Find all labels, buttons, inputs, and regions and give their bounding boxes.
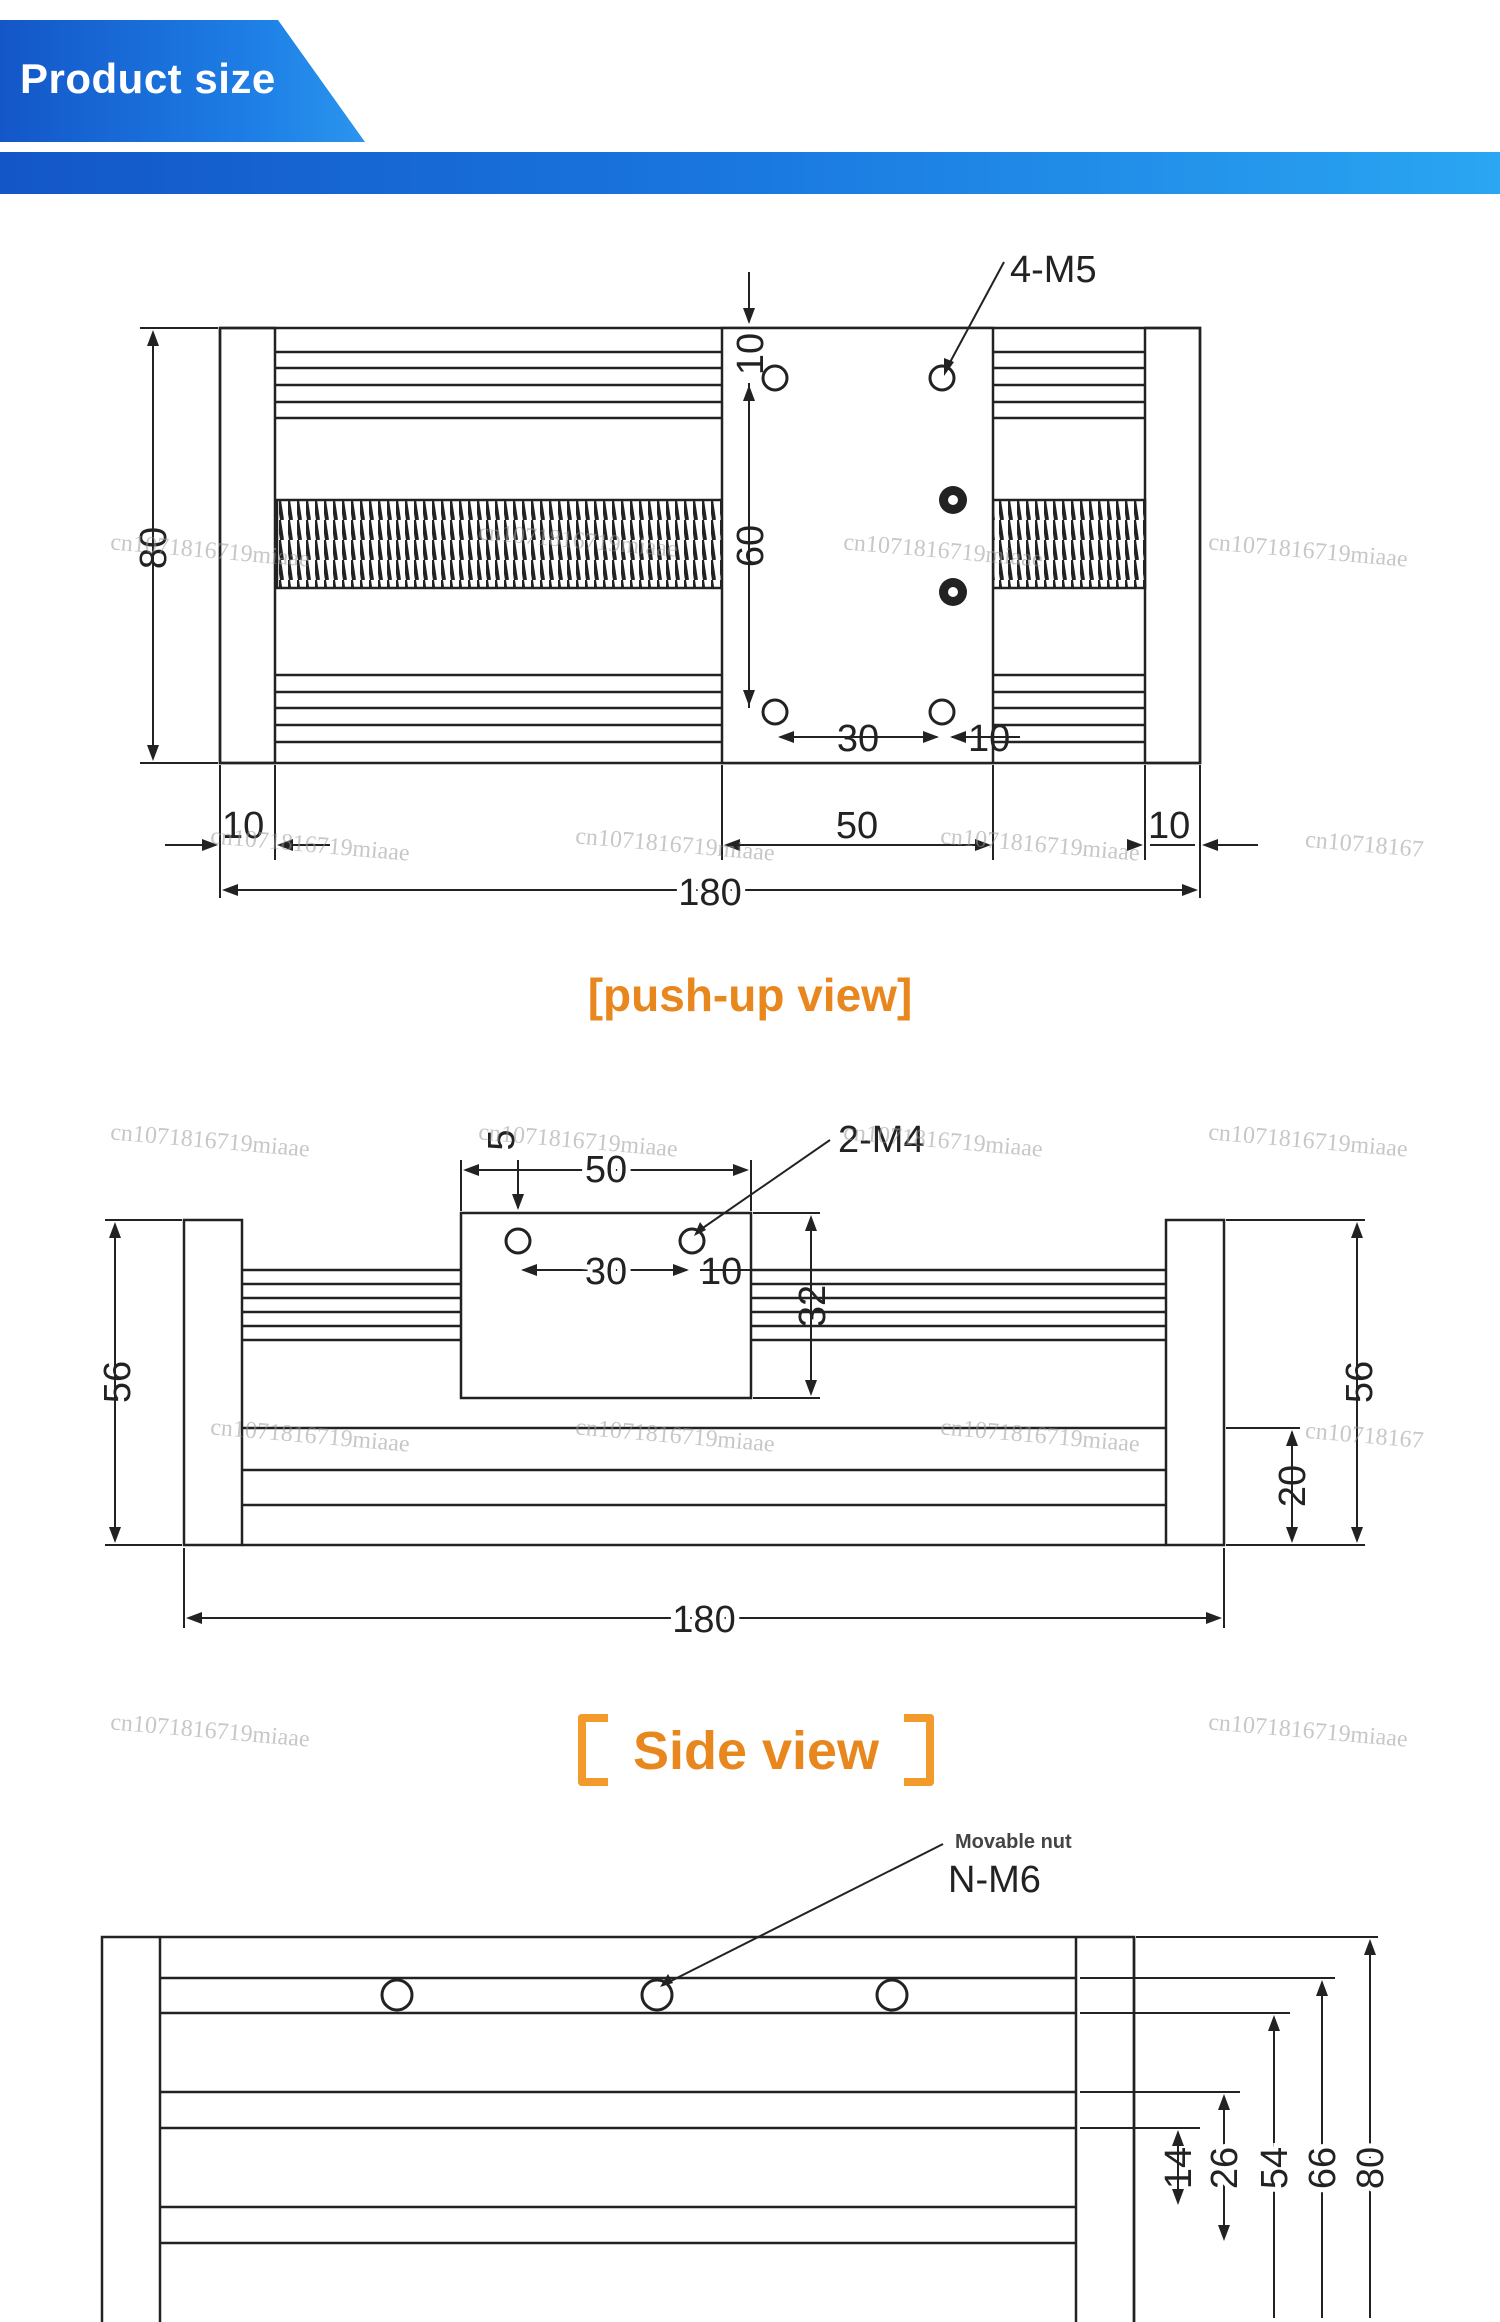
end-nut-3	[875, 1978, 909, 2012]
dim-end-80: 80	[1350, 2147, 1392, 2189]
dim-side-base-height: 20	[1272, 1465, 1314, 1507]
section-header: Product size	[0, 0, 1500, 200]
top-hole-3	[761, 698, 789, 726]
top-end-left	[218, 326, 277, 765]
dim-top-hole-spacing-h: 30	[837, 718, 879, 760]
top-end-right	[1143, 326, 1202, 765]
end-nut-1	[380, 1978, 414, 2012]
side-carriage	[459, 1211, 753, 1400]
dim-side-height-left: 56	[97, 1361, 139, 1403]
watermark: cn1071816719miaae	[109, 1709, 311, 1753]
dim-end-14: 14	[1158, 2147, 1200, 2189]
top-bolt-2-core	[948, 587, 958, 597]
dim-side-total-length: 180	[672, 1599, 735, 1641]
top-lead-screw-left	[275, 498, 724, 590]
dim-top-hole-offset-right: 10	[968, 718, 1010, 760]
end-outer-frame	[100, 1935, 1136, 2322]
side-view-drawing: 2-M4 50 5 30 10 32 56 56 20 180	[97, 1119, 1381, 1646]
dim-top-hole-spacing-v: 60	[730, 525, 772, 567]
side-hole-1	[504, 1227, 532, 1255]
top-hole-4	[928, 698, 956, 726]
dim-top-height: 80	[133, 527, 175, 569]
side-hole-2	[678, 1227, 706, 1255]
top-rails-right	[993, 350, 1145, 744]
end-view-drawing: Movable nut N-M6 14 26 54 66 80	[100, 1831, 1397, 2322]
top-rails-left	[275, 350, 722, 744]
dim-side-hole-spacing-h: 30	[585, 1251, 627, 1293]
end-nut-spec: N-M6	[948, 1859, 1041, 1901]
top-lead-screw-right	[991, 498, 1147, 590]
dim-top-holes: 4-M5	[1010, 249, 1097, 291]
push-up-view-drawing: 4-M5 80 60 10 30 10 10 50 10 180	[133, 249, 1258, 919]
dim-side-height-right: 56	[1339, 1361, 1381, 1403]
side-end-right	[1164, 1218, 1226, 1547]
dim-top-end-left: 10	[222, 805, 264, 847]
header-banner-bar	[0, 152, 1500, 194]
bracket-left-icon	[578, 1714, 608, 1786]
side-view-caption: Side view	[632, 1721, 880, 1781]
top-bolt-1-core	[948, 495, 958, 505]
watermark: cn1071816719miaae	[1207, 1709, 1409, 1753]
bracket-right-icon	[904, 1714, 934, 1786]
top-carriage	[720, 326, 995, 765]
dim-side-hole-offset-right: 10	[700, 1251, 742, 1293]
dim-top-carriage-width: 50	[836, 805, 878, 847]
section-title: Product size	[20, 55, 276, 102]
dim-side-holes: 2-M4	[838, 1119, 925, 1161]
dim-end-66: 66	[1302, 2147, 1344, 2189]
push-up-view-caption: [push-up view]	[587, 969, 913, 1021]
top-hole-1	[761, 364, 789, 392]
dim-end-54: 54	[1254, 2147, 1296, 2189]
side-end-left	[182, 1218, 244, 1547]
dim-top-hole-offset-top: 10	[730, 333, 772, 375]
dim-end-26: 26	[1204, 2147, 1246, 2189]
dim-top-total-length: 180	[678, 872, 741, 914]
end-slot-lines	[160, 1976, 1076, 2245]
dim-side-hole-offset-top: 5	[481, 1129, 523, 1150]
side-view-caption-badge: Side view	[578, 1712, 934, 1790]
end-note-movable-nut: Movable nut	[955, 1831, 1072, 1853]
side-base-profile	[242, 1426, 1166, 1547]
top-hole-2	[928, 364, 956, 392]
dim-side-carriage-height: 32	[792, 1285, 834, 1327]
end-nut-2	[640, 1978, 674, 2012]
dim-top-end-right: 10	[1148, 805, 1190, 847]
dim-side-carriage-width: 50	[585, 1149, 627, 1191]
